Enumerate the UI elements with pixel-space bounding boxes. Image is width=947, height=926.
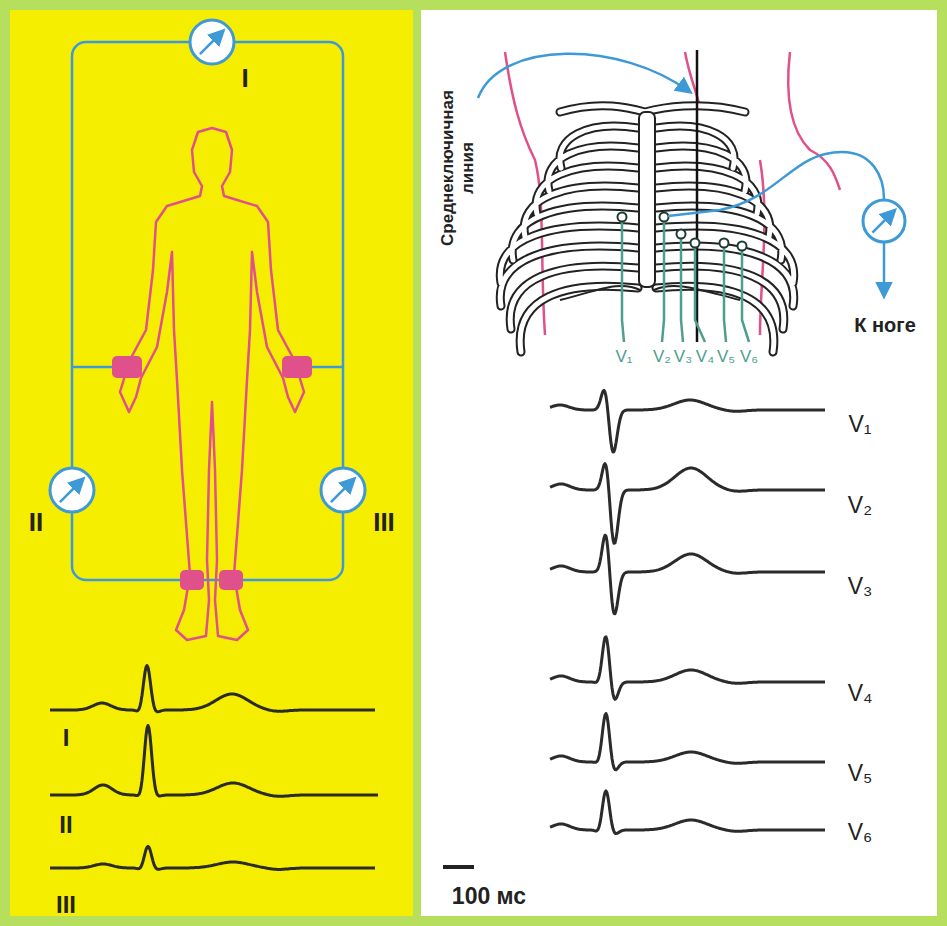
- ecg-trace: [550, 714, 825, 770]
- trace-label: I: [63, 724, 70, 752]
- galvanometer-needle: [331, 479, 354, 502]
- electrode-label: V₄: [696, 347, 714, 367]
- ecg-trace: [50, 666, 375, 712]
- costal-arch: [560, 286, 740, 300]
- ecg-trace: [550, 637, 825, 700]
- electrode-label: V₂: [653, 347, 671, 367]
- left-panel: [10, 10, 413, 916]
- pointer-arrow: [478, 54, 690, 98]
- line-label: Среднеключичная линия: [438, 83, 478, 253]
- ground-label: К ноге: [854, 314, 916, 337]
- chest-lead: [662, 217, 664, 342]
- ecg-trace: [550, 464, 825, 544]
- lead-number: I: [241, 63, 248, 94]
- galvanometer: [50, 468, 94, 512]
- scale-bar: [443, 865, 474, 869]
- chest-lead: [742, 246, 749, 342]
- ecg-trace: [550, 390, 825, 452]
- limb-electrode: [282, 356, 312, 378]
- chest-electrode: [677, 230, 686, 239]
- electrode-label: V₆: [740, 347, 758, 367]
- trace-label: V₃: [848, 573, 873, 600]
- trace-label: V₁: [848, 411, 871, 438]
- electrode-label: V₁: [615, 347, 632, 367]
- chest-electrode: [618, 213, 627, 222]
- lead-wire: [668, 152, 884, 216]
- limb-electrode: [180, 570, 204, 590]
- chest-electrode: [660, 213, 669, 222]
- clavicle: [560, 106, 745, 112]
- ecg-trace: [550, 791, 825, 834]
- limb-electrode: [112, 356, 142, 378]
- lead-wire: [883, 242, 886, 296]
- chest-electrode: [738, 242, 747, 251]
- limb-electrode: [219, 570, 243, 590]
- galvanometer: [190, 20, 234, 64]
- chest-electrode: [720, 239, 729, 248]
- lead-number: III: [373, 507, 395, 538]
- ecg-trace: [50, 726, 378, 797]
- trace-label: V₆: [848, 819, 873, 846]
- body-outline: [120, 128, 304, 640]
- electrode-label: V₅: [717, 347, 735, 367]
- galvanometer-needle: [872, 211, 894, 233]
- clavicle: [560, 106, 745, 112]
- trace-label: V₅: [848, 760, 873, 787]
- scale-label: 100 мс: [452, 883, 526, 910]
- chest-lead: [695, 243, 705, 342]
- ecg-trace: [550, 535, 825, 614]
- trace-label: V₄: [848, 680, 873, 707]
- chest-lead: [724, 243, 726, 342]
- galvanometer: [321, 468, 365, 512]
- trace-label: III: [56, 891, 76, 919]
- chest-lead: [622, 217, 624, 342]
- electrode-label: V₃: [674, 347, 692, 367]
- right-panel: [421, 10, 937, 916]
- galvanometer: [863, 200, 905, 242]
- lead-number: II: [29, 507, 43, 538]
- galvanometer-needle: [60, 479, 83, 502]
- chest-lead: [681, 234, 683, 342]
- sternum: [639, 112, 655, 287]
- galvanometer-needle: [200, 31, 223, 54]
- trace-label: V₂: [848, 492, 872, 519]
- trace-label: II: [59, 811, 72, 839]
- chest-electrode: [691, 239, 700, 248]
- ecg-trace: [50, 846, 375, 869]
